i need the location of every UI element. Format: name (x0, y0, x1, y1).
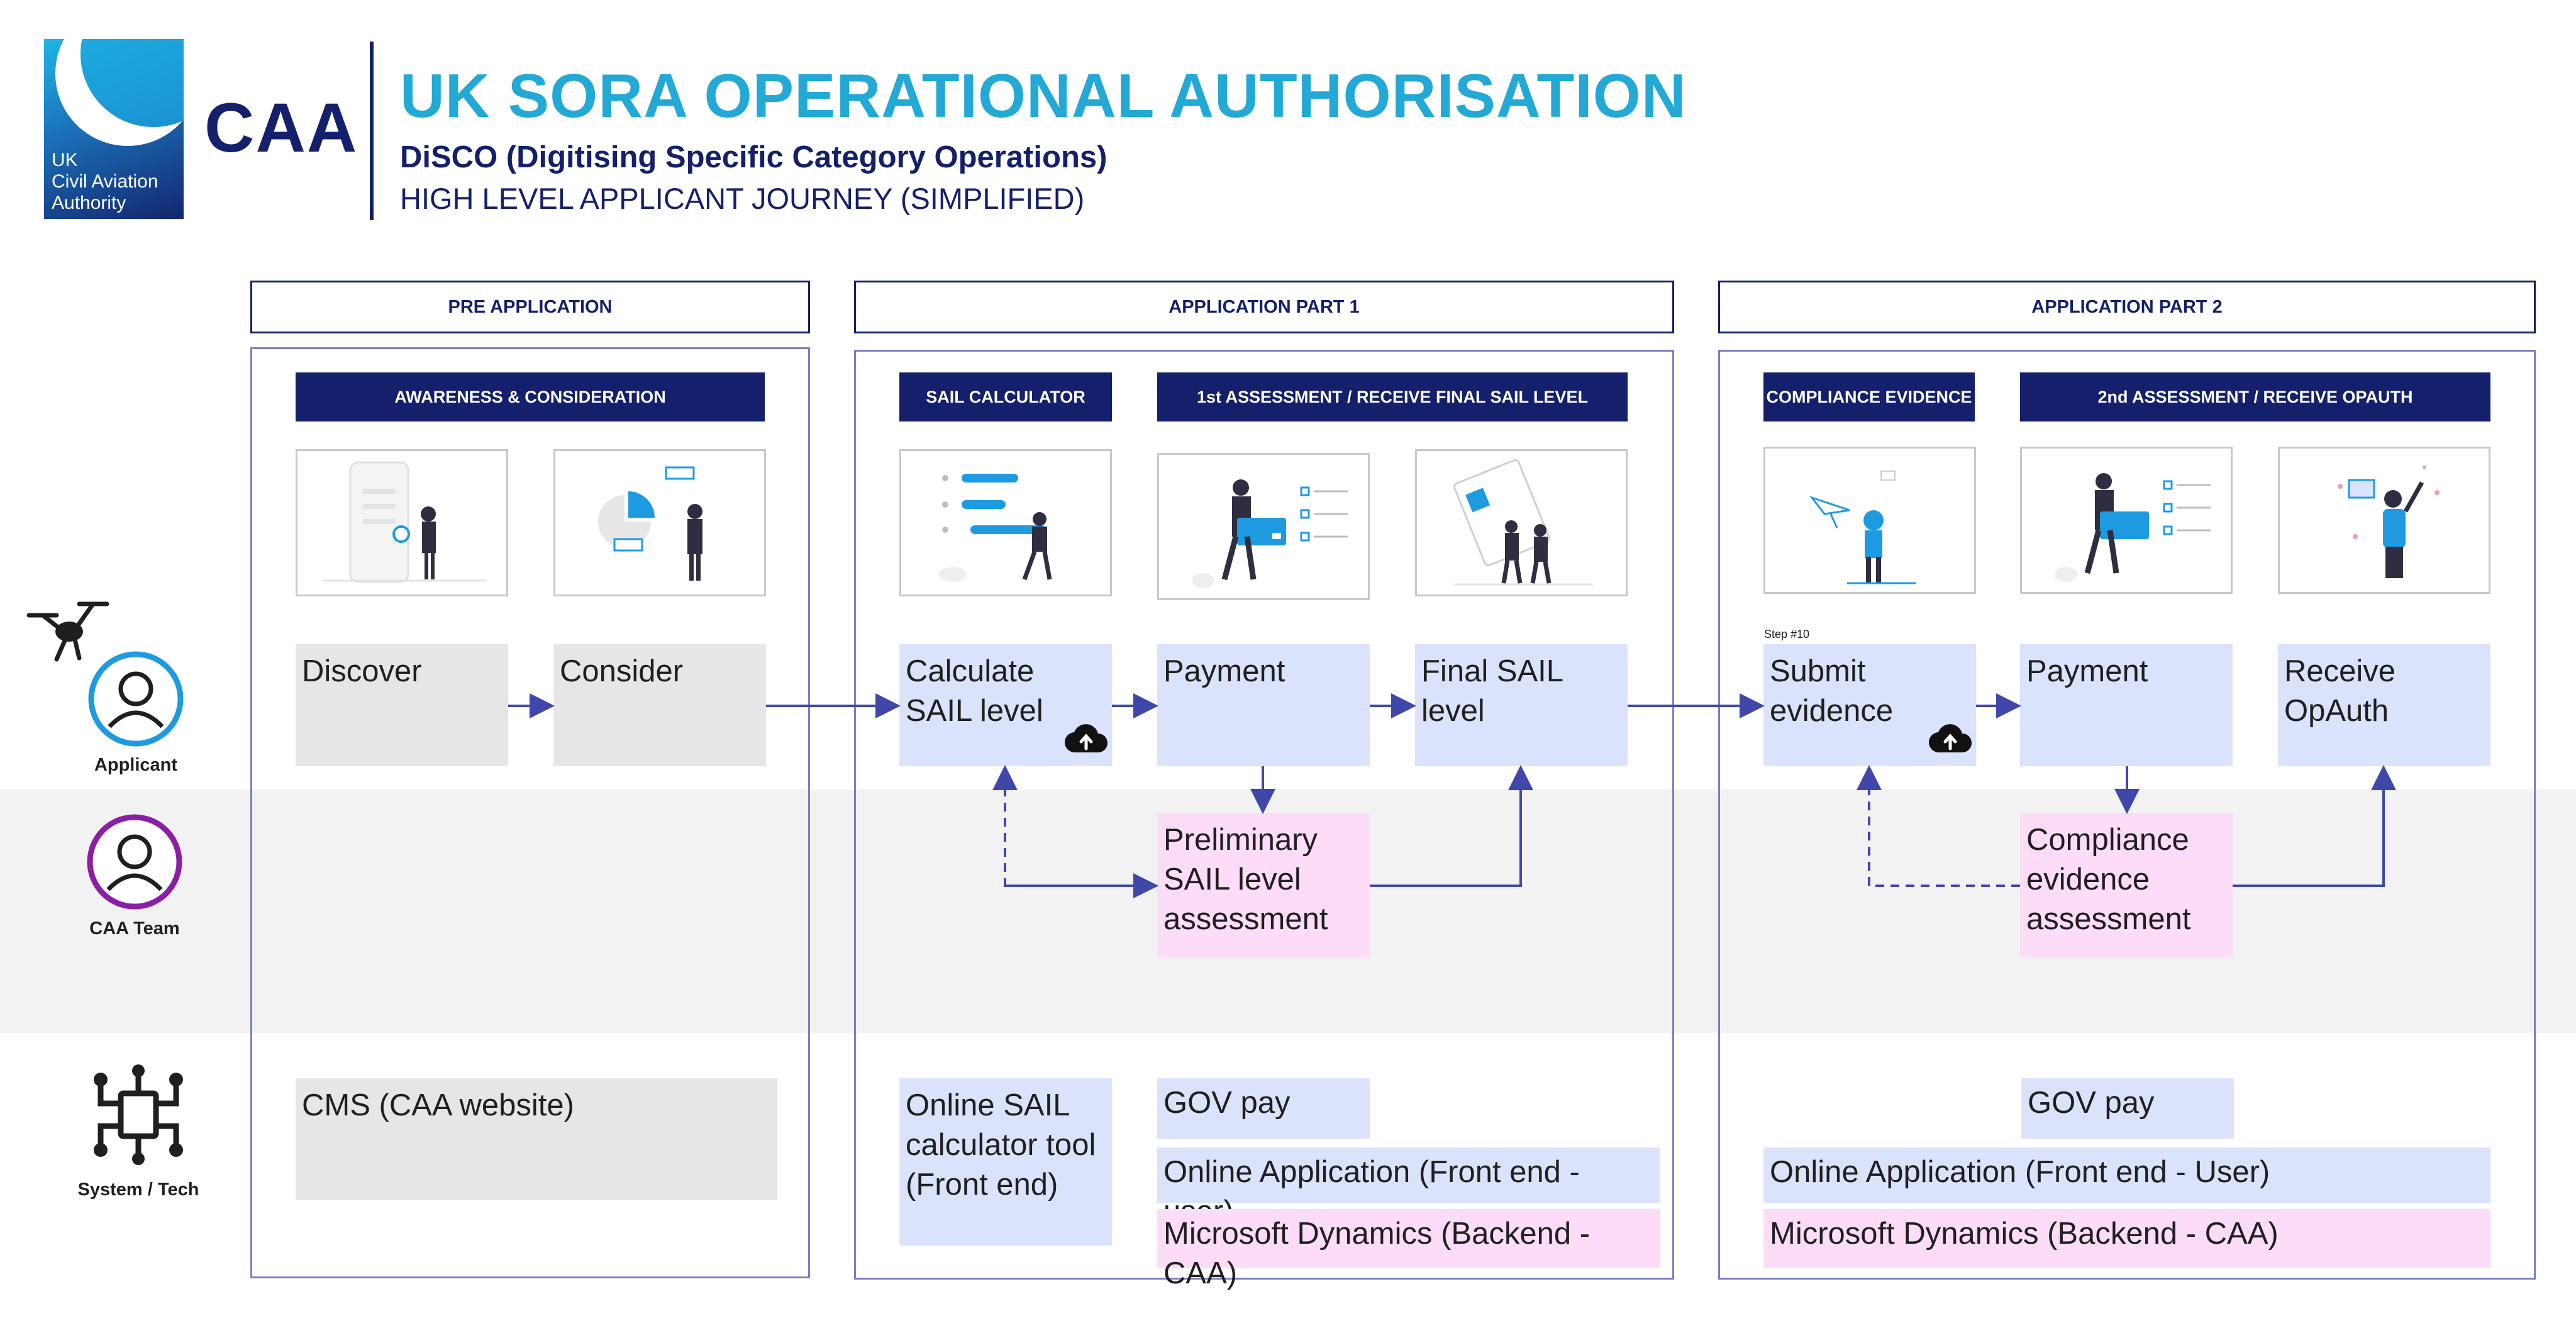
box-ms-dynamics-2: Microsoft Dynamics (Backend - CAA) (1763, 1209, 2490, 1268)
frame-pre-application (250, 347, 810, 1278)
frame-application-part-1 (854, 350, 1674, 1280)
illustration-payment-1 (1157, 453, 1370, 600)
box-cms-website: CMS (CAA website) (296, 1078, 777, 1200)
illustration-receive-opauth (2278, 447, 2490, 594)
illustration-consider (553, 449, 766, 596)
phase-application-part-1: APPLICATION PART 1 (854, 281, 1674, 333)
caa-logo: UK Civil Aviation Authority (44, 39, 184, 219)
step-number-label: Step #10 (1764, 628, 1810, 640)
illustration-discover (296, 449, 508, 596)
illustration-sail-calculator (899, 449, 1112, 596)
caa-team-icon (86, 813, 184, 911)
header-divider (370, 42, 374, 220)
box-ms-dynamics-1: Microsoft Dynamics (Backend - CAA) (1157, 1209, 1660, 1290)
phase-pre-application: PRE APPLICATION (250, 281, 810, 333)
illustration-final-sail (1415, 449, 1628, 596)
box-gov-pay-2: GOV pay (2021, 1078, 2234, 1139)
page-title: UK SORA OPERATIONAL AUTHORISATION (400, 61, 1687, 130)
illustration-payment-2 (2020, 447, 2233, 594)
step-sail-calculator: SAIL CALCULATOR (899, 372, 1112, 421)
box-payment-1: Payment (1157, 644, 1370, 766)
box-online-sail-calculator: Online SAIL calculator tool (Front end) (899, 1078, 1112, 1246)
box-gov-pay-1: GOV pay (1157, 1078, 1370, 1139)
box-payment-2: Payment (2020, 644, 2233, 766)
arrow-prelim-back-to-calculate (992, 765, 1157, 887)
step-second-assessment: 2nd ASSESSMENT / RECEIVE OPAUTH (2020, 372, 2490, 421)
arrow-compliance-to-opauth (2233, 765, 2396, 887)
box-final-sail-level: Final SAIL level (1415, 644, 1628, 766)
cloud-upload-icon (1928, 721, 1972, 756)
box-preliminary-sail-assessment: Preliminary SAIL level assessment (1157, 813, 1370, 957)
box-consider: Consider (553, 644, 766, 766)
page-subtitle: DiSCO (Digitising Specific Category Oper… (400, 140, 1108, 174)
caa-wordmark: CAA (204, 89, 358, 167)
illustration-submit-evidence (1763, 447, 1976, 594)
arrow-prelim-to-final (1370, 765, 1533, 887)
box-compliance-evidence-assessment: Compliance evidence assessment (2020, 813, 2233, 957)
step-compliance-evidence: COMPLIANCE EVIDENCE (1763, 372, 1975, 421)
box-receive-opauth: Receive OpAuth (2278, 644, 2490, 766)
role-label-applicant: Applicant (94, 755, 178, 775)
applicant-icon (87, 650, 185, 748)
box-online-application-2: Online Application (Front end - User) (1763, 1147, 2490, 1203)
box-discover: Discover (296, 644, 508, 766)
page-subtitle-secondary: HIGH LEVEL APPLICANT JOURNEY (SIMPLIFIED… (400, 182, 1085, 215)
phase-application-part-2: APPLICATION PART 2 (1718, 281, 2536, 333)
cloud-upload-icon (1064, 721, 1108, 756)
role-label-caa-team: CAA Team (89, 918, 180, 939)
logo-text: UK Civil Aviation Authority (52, 150, 158, 213)
frame-application-part-2 (1718, 350, 2536, 1280)
step-awareness-consideration: AWARENESS & CONSIDERATION (296, 372, 765, 421)
drone-icon (24, 596, 112, 667)
circuit-chip-icon (82, 1064, 195, 1165)
arrow-compliance-back-to-submit (1857, 765, 2020, 887)
role-label-system: System / Tech (77, 1180, 199, 1200)
step-first-assessment: 1st ASSESSMENT / RECEIVE FINAL SAIL LEVE… (1157, 372, 1628, 421)
